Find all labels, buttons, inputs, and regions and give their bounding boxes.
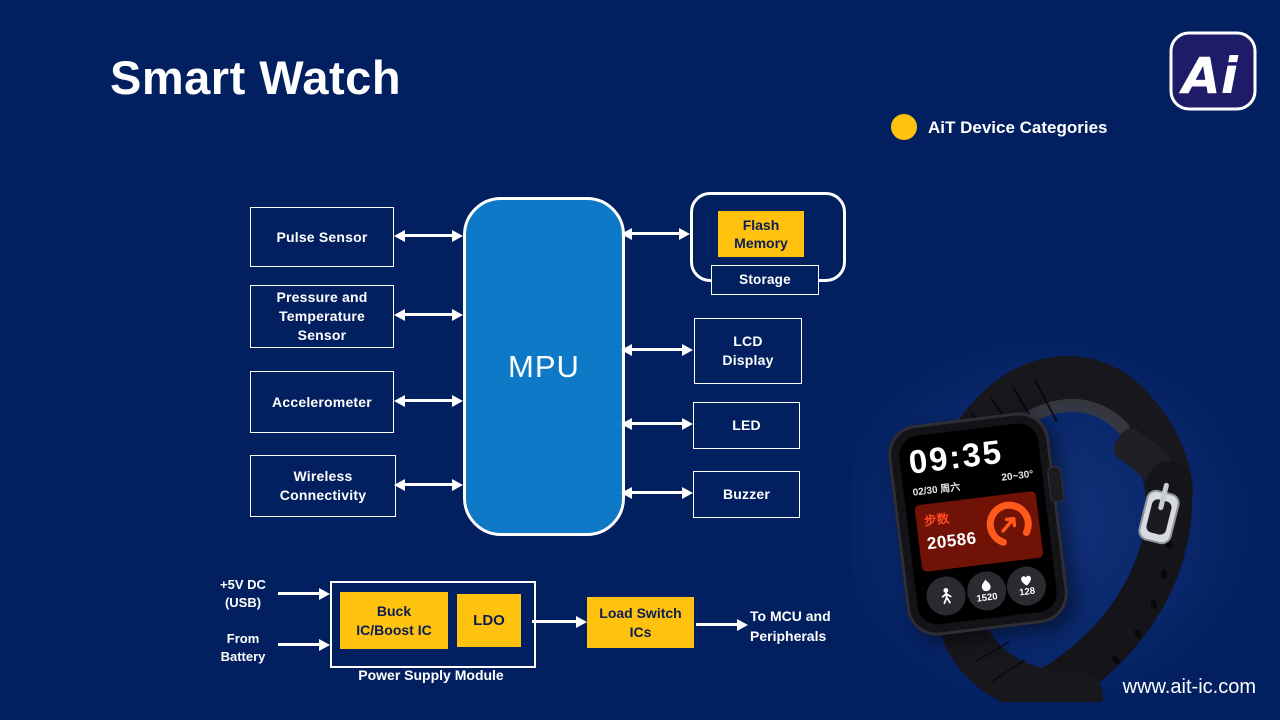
block-lcd-display: LCD Display bbox=[694, 318, 802, 384]
block-label: Buzzer bbox=[722, 486, 771, 503]
chip-ldo: LDO bbox=[457, 594, 521, 647]
power-input-battery-label: From Battery bbox=[220, 631, 266, 665]
watch-calories-value: 1520 bbox=[975, 591, 999, 605]
heart-icon bbox=[1020, 576, 1031, 586]
arrow-accelerometer-mpu bbox=[405, 399, 452, 402]
block-label: Pulse Sensor bbox=[276, 228, 368, 245]
chip-label: Flash Memory bbox=[734, 216, 788, 251]
block-accelerometer: Accelerometer bbox=[250, 371, 394, 433]
watch-body: 09:35 02/30 周六 20~30° 步数 20586 bbox=[884, 408, 1072, 640]
arrow-module-to-loadswitch bbox=[532, 620, 576, 623]
watch-steps-panel: 步数 20586 bbox=[914, 490, 1044, 573]
logo-frame bbox=[1169, 31, 1257, 111]
logo-letters: Ai bbox=[1178, 47, 1239, 105]
storage-label: Storage bbox=[739, 271, 791, 287]
chip-load-switch-ics: Load Switch ICs bbox=[587, 597, 694, 648]
arrow-mpu-buzzer bbox=[632, 491, 682, 494]
arrow-mpu-lcd bbox=[632, 348, 682, 351]
storage-group-label-box: Storage bbox=[711, 265, 819, 295]
mpu-label: MPU bbox=[508, 348, 580, 384]
website-link[interactable]: www.ait-ic.com bbox=[1122, 676, 1256, 698]
block-buzzer: Buzzer bbox=[693, 471, 800, 518]
watch-band-bottom bbox=[942, 611, 1103, 702]
arrow-battery-to-module bbox=[278, 643, 319, 646]
chip-buck-boost-ic: Buck IC/Boost IC bbox=[340, 592, 448, 649]
chip-flash-memory: Flash Memory bbox=[718, 211, 804, 257]
block-label: LCD Display bbox=[722, 333, 774, 368]
arrow-pulse-mpu bbox=[405, 234, 452, 237]
watch-calories-circle: 1520 bbox=[964, 569, 1008, 613]
chip-label: LDO bbox=[473, 611, 505, 629]
arrow-mpu-storage bbox=[632, 232, 679, 235]
legend-label: AiT Device Categories bbox=[928, 118, 1108, 137]
flame-icon bbox=[981, 579, 991, 592]
chip-label: Buck IC/Boost IC bbox=[356, 603, 432, 638]
watch-heart-rate-value: 128 bbox=[1018, 585, 1036, 599]
arrow-mpu-led bbox=[632, 422, 682, 425]
block-led: LED bbox=[693, 402, 800, 449]
power-supply-module-label: Power Supply Module bbox=[358, 667, 504, 683]
block-wireless-connectivity: Wireless Connectivity bbox=[250, 455, 396, 517]
page-title: Smart Watch bbox=[110, 51, 402, 104]
arrow-loadswitch-to-output bbox=[696, 623, 737, 626]
smart-watch-image: 09:35 02/30 周六 20~30° 步数 20586 bbox=[875, 352, 1205, 702]
power-output-label: To MCU and Peripherals bbox=[750, 608, 831, 644]
arrow-pressure-mpu bbox=[405, 313, 452, 316]
block-label: Pressure and Temperature Sensor bbox=[276, 289, 368, 343]
block-label: LED bbox=[732, 417, 761, 434]
watch-heart-circle: 128 bbox=[1004, 564, 1049, 608]
watch-activity-gauge-icon bbox=[986, 501, 1032, 547]
power-supply-module-outline bbox=[330, 581, 536, 668]
watch-date: 02/30 周六 bbox=[912, 481, 961, 499]
block-pulse-sensor: Pulse Sensor bbox=[250, 207, 394, 267]
watch-temperature: 20~30° bbox=[1000, 468, 1034, 484]
walking-person-icon bbox=[941, 587, 951, 604]
watch-walk-circle bbox=[924, 574, 968, 618]
block-label: Wireless Connectivity bbox=[279, 468, 367, 503]
block-pressure-temperature-sensor: Pressure and Temperature Sensor bbox=[250, 285, 394, 348]
block-label: Accelerometer bbox=[272, 393, 372, 410]
ait-logo: Ai bbox=[1169, 31, 1257, 111]
block-mpu: MPU bbox=[463, 197, 625, 536]
watch-buckle bbox=[1138, 482, 1180, 545]
arrow-usb-to-module bbox=[278, 592, 319, 595]
legend-swatch-icon bbox=[891, 114, 917, 140]
watch-screen: 09:35 02/30 周六 20~30° 步数 20586 bbox=[896, 421, 1060, 627]
chip-label: Load Switch ICs bbox=[599, 605, 682, 640]
arrow-wireless-mpu bbox=[405, 483, 452, 486]
power-input-usb-label: +5V DC (USB) bbox=[220, 577, 266, 611]
